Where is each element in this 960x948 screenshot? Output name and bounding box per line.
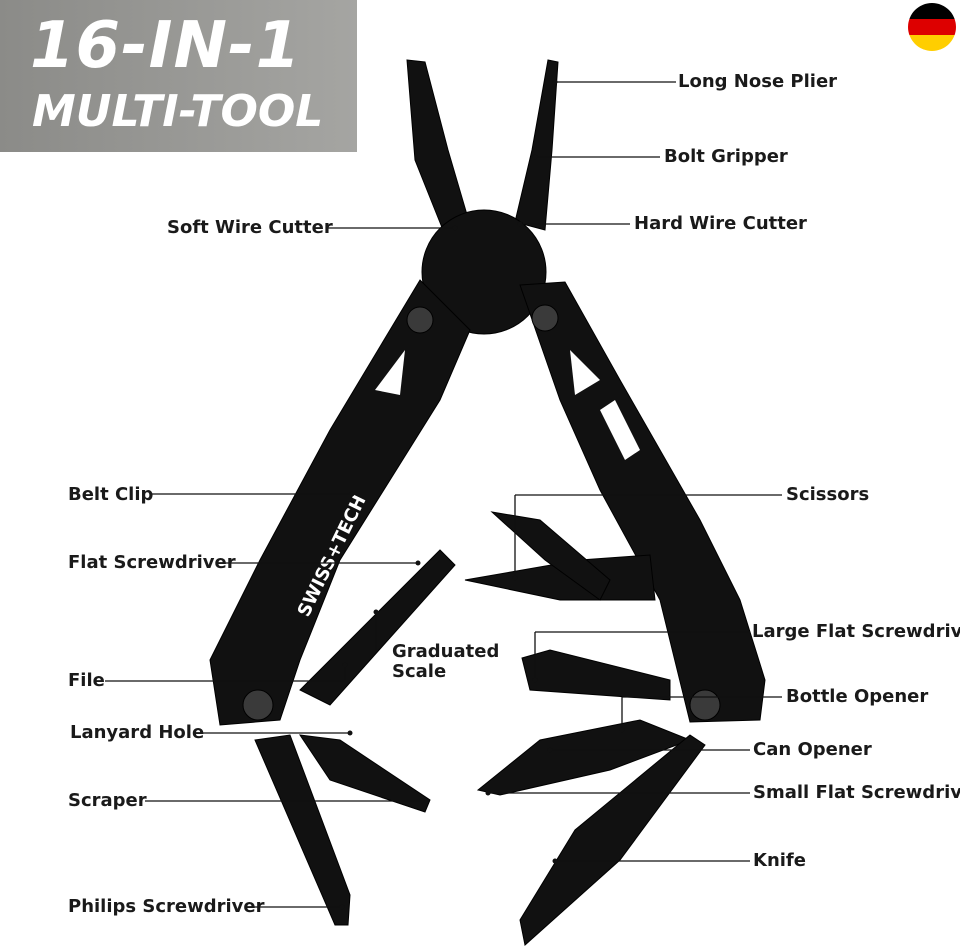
label-hard-wire-cutter: Hard Wire Cutter bbox=[634, 213, 807, 234]
graduated-scale-blade bbox=[299, 549, 456, 706]
screw-icon bbox=[689, 689, 721, 721]
label-lanyard-hole: Lanyard Hole bbox=[70, 722, 205, 743]
label-small-flat-screwdriver: Small Flat Screwdriver bbox=[753, 782, 960, 803]
pivot-hub bbox=[421, 209, 547, 335]
philips-screwdriver-blade bbox=[254, 734, 351, 926]
screw-icon bbox=[531, 304, 559, 332]
label-philips-screwdriver: Philips Screwdriver bbox=[68, 896, 265, 917]
label-belt-clip: Belt Clip bbox=[68, 484, 154, 505]
label-flat-screwdriver: Flat Screwdriver bbox=[68, 552, 236, 573]
screw-icon bbox=[242, 689, 274, 721]
right-jaw bbox=[514, 59, 559, 231]
knife-blade bbox=[519, 734, 706, 946]
label-large-flat-screwdriver: Large Flat Screwdriver bbox=[752, 621, 960, 642]
title-line-2: MULTI-TOOL bbox=[32, 86, 324, 137]
label-file: File bbox=[68, 670, 105, 691]
label-bolt-gripper: Bolt Gripper bbox=[664, 146, 788, 167]
label-can-opener: Can Opener bbox=[753, 739, 872, 760]
right-handle bbox=[519, 281, 766, 723]
large-flat-screwdriver-blade bbox=[521, 649, 671, 701]
label-scraper: Scraper bbox=[68, 790, 147, 811]
label-graduated-scale-line-1: Graduated bbox=[392, 641, 500, 662]
scissors-blade-2 bbox=[490, 511, 611, 601]
label-long-nose-plier: Long Nose Plier bbox=[678, 71, 838, 92]
screw-icon bbox=[406, 306, 434, 334]
title-line-1: 16-IN-1 bbox=[30, 9, 302, 83]
label-soft-wire-cutter: Soft Wire Cutter bbox=[167, 217, 333, 238]
label-graduated-scale: Graduated Scale bbox=[392, 642, 499, 682]
left-jaw bbox=[406, 59, 471, 236]
label-bottle-opener: Bottle Opener bbox=[786, 686, 929, 707]
left-handle bbox=[209, 279, 471, 726]
german-flag-icon bbox=[908, 3, 956, 51]
label-scissors: Scissors bbox=[786, 484, 870, 505]
scraper-blade bbox=[298, 734, 431, 813]
label-graduated-scale-line-2: Scale bbox=[392, 661, 447, 682]
label-knife: Knife bbox=[753, 850, 806, 871]
title-banner: 16-IN-1 MULTI-TOOL bbox=[0, 0, 357, 152]
